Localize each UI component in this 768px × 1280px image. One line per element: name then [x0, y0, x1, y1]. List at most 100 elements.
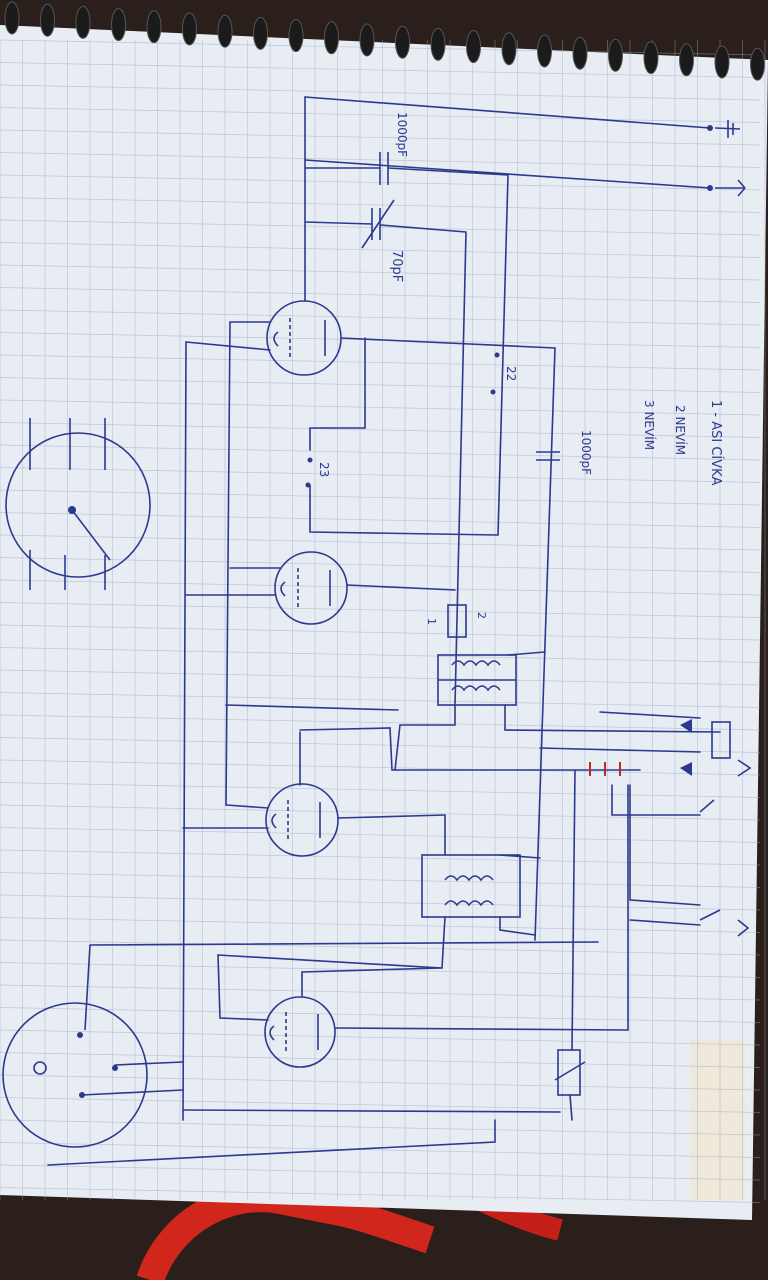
spiral-ring [395, 25, 410, 59]
tube-4 [264, 996, 336, 1068]
tube-2 [274, 551, 348, 625]
grid-line-horizontal [0, 242, 761, 258]
spiral-ring [182, 12, 197, 46]
wire-bus-left-1 [182, 341, 187, 1121]
spiral-ring [253, 16, 268, 50]
grid-line-horizontal [0, 197, 761, 213]
wire-tube1-grid-out [309, 337, 366, 451]
wire-bus-left-2 [225, 321, 231, 806]
spiral-ring [111, 8, 126, 42]
wire-output-1 [539, 747, 701, 753]
spiral-binding [4, 1, 765, 81]
red-marks [589, 762, 621, 776]
grid-line-horizontal [0, 759, 761, 776]
wire-tube4-plate [335, 784, 629, 1031]
grid-line-horizontal [0, 264, 761, 281]
grid-line-horizontal [0, 287, 761, 303]
grid-line-horizontal [0, 467, 761, 483]
grid-line-horizontal [0, 399, 761, 416]
label-coil-2: 2 [475, 612, 488, 619]
spiral-ring [430, 27, 446, 61]
grid-line-horizontal [0, 872, 761, 888]
grid-line-horizontal [0, 1007, 761, 1023]
switch-2-icon [699, 909, 750, 937]
wire-bus-mid-2 [454, 231, 467, 706]
wire-tube3-plate [337, 814, 446, 819]
spiral-ring [750, 47, 765, 81]
grid-line-horizontal [0, 827, 761, 843]
grid-line-horizontal [0, 444, 761, 461]
wire-tube1-heater-b [185, 341, 271, 351]
spiral-ring [643, 41, 659, 75]
grid-line-horizontal [0, 557, 761, 573]
ground-symbol-icon [714, 120, 741, 138]
wire-coil2-right [499, 916, 536, 936]
wire-antenna-rail [304, 159, 711, 189]
spiral-ring [714, 45, 730, 79]
dot-23 [307, 457, 313, 463]
wire-switch-1 [611, 784, 701, 816]
grid-line-horizontal [0, 309, 761, 326]
graph-grid [0, 39, 766, 1203]
wire-switch-2 [629, 784, 701, 906]
capacitor-1000pf-right [536, 451, 560, 461]
potentiometer-icon [554, 769, 586, 1121]
grid-line-horizontal [0, 984, 761, 1001]
spiral-ring [40, 3, 55, 37]
spiral-ring [679, 43, 694, 77]
spiral-ring [217, 14, 233, 48]
rotary-switch-icon [5, 418, 151, 590]
tube-3 [265, 783, 339, 857]
antenna-terminal [707, 185, 713, 191]
grid-line-horizontal [0, 512, 761, 528]
dot-22b [490, 389, 496, 395]
wire-lower-rail [89, 941, 599, 946]
wire-23-to-bus [309, 484, 499, 536]
grid-line-horizontal [0, 1119, 761, 1136]
grid-line-horizontal [0, 1097, 761, 1113]
spiral-ring [146, 10, 162, 44]
spiral-ring [4, 1, 20, 35]
spiral-ring [466, 30, 481, 64]
grid-line-horizontal [0, 107, 761, 123]
grid-line-horizontal [0, 39, 761, 56]
spiral-ring [608, 38, 623, 72]
wire-tube4-top [301, 967, 441, 998]
wire-coil1-top [507, 651, 546, 656]
spiral-ring [75, 5, 91, 39]
wire-tube1-plate [340, 337, 556, 349]
grid-line-horizontal [0, 602, 761, 618]
spiral-ring [359, 23, 375, 57]
legend-line-3: 3 NEVÍM [642, 400, 657, 450]
grid-line-horizontal [0, 894, 761, 911]
grid-line-horizontal [0, 1142, 761, 1158]
legend-line-2: 2 NEVÍM [673, 405, 688, 455]
grid-line-horizontal [0, 1029, 761, 1046]
spiral-ring [572, 36, 588, 70]
capacitor-1000pf-top [305, 152, 509, 185]
spiral-ring [537, 34, 552, 68]
wire-coil2-top [499, 854, 541, 859]
grid-line-horizontal [0, 377, 761, 393]
tube-socket-icon [2, 944, 561, 1166]
grid-line-horizontal [0, 62, 761, 78]
wire-switch-3 [629, 919, 701, 926]
grid-line-horizontal [0, 692, 761, 708]
label-coil-1: 1 [425, 618, 438, 625]
wire-ground-rail [304, 96, 711, 129]
wire-tube3-feed [299, 727, 641, 771]
label-22: 22 [504, 366, 518, 381]
grid-line-horizontal [0, 669, 761, 686]
capacitor-70pf-variable [304, 199, 467, 249]
ground-terminal [707, 125, 713, 131]
switch-1-icon [699, 799, 715, 813]
grid-line-horizontal [0, 939, 761, 956]
wire-tube2-plate [346, 584, 456, 591]
wire-output-2 [599, 711, 701, 719]
grid-line-horizontal [0, 1074, 761, 1091]
wire-coil1-in [394, 704, 456, 771]
grid-line-horizontal [0, 534, 761, 551]
wire-coil1-out [504, 704, 721, 733]
wire-coil2-out [217, 916, 446, 969]
dot-22 [494, 352, 500, 358]
